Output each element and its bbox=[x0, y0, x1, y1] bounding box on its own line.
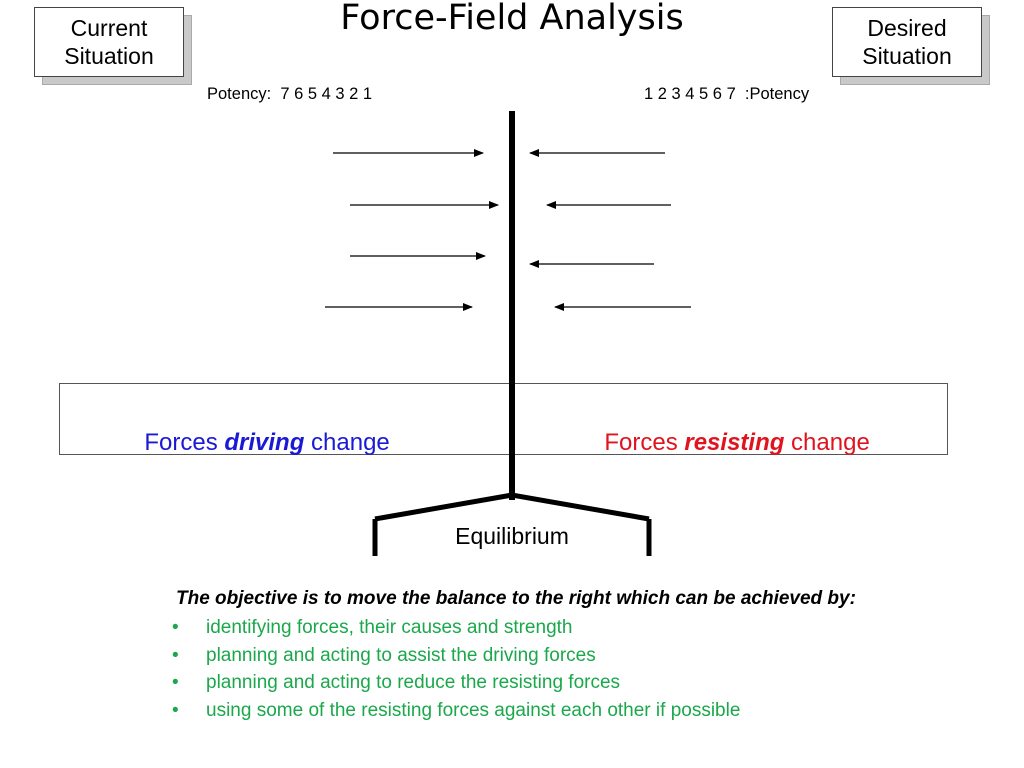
resisting-forces-label: Forces resisting change bbox=[591, 401, 870, 457]
tip-item: • identifying forces, their causes and st… bbox=[172, 614, 740, 642]
resisting-prefix: Forces bbox=[604, 429, 685, 456]
current-situation-face: Current Situation bbox=[34, 7, 184, 77]
resisting-suffix: change bbox=[784, 429, 870, 456]
desired-situation-line1: Desired bbox=[867, 15, 947, 41]
driving-prefix: Forces bbox=[144, 429, 225, 456]
bullet-icon: • bbox=[172, 617, 179, 638]
bullet-icon: • bbox=[172, 672, 179, 693]
page-title: Force-Field Analysis bbox=[340, 0, 684, 38]
equilibrium-label: Equilibrium bbox=[455, 523, 569, 549]
forces-box bbox=[59, 383, 948, 455]
potency-right-scale: 1 2 3 4 5 6 7 :Potency bbox=[644, 85, 810, 103]
current-situation-line1: Current bbox=[70, 15, 148, 41]
desired-situation-face: Desired Situation bbox=[832, 7, 982, 77]
tip-item: • planning and acting to assist the drivi… bbox=[172, 642, 740, 670]
objective-statement: The objective is to move the balance to … bbox=[176, 588, 856, 609]
bullet-icon: • bbox=[172, 699, 179, 721]
tip-item: • planning and acting to reduce the resis… bbox=[172, 669, 740, 697]
current-situation-line2: Situation bbox=[64, 43, 154, 69]
driving-emphasis: driving bbox=[224, 429, 305, 456]
tips-list: • identifying forces, their causes and st… bbox=[172, 614, 740, 724]
tip-text: using some of the resisting forces again… bbox=[206, 699, 741, 721]
tip-text: planning and acting to assist the drivin… bbox=[206, 644, 596, 666]
driving-suffix: change bbox=[304, 429, 390, 456]
current-situation-box: Current Situation bbox=[34, 7, 192, 85]
potency-left-scale: Potency: 7 6 5 4 3 2 1 bbox=[207, 85, 373, 103]
tip-text: identifying forces, their causes and str… bbox=[206, 617, 573, 638]
tip-item: • using some of the resisting forces agai… bbox=[172, 697, 740, 725]
desired-situation-box: Desired Situation bbox=[832, 7, 990, 85]
driving-forces-label: Forces driving change bbox=[131, 401, 390, 457]
tip-text: planning and acting to reduce the resist… bbox=[206, 672, 621, 693]
balance-roof bbox=[374, 492, 650, 522]
bullet-icon: • bbox=[172, 644, 179, 666]
resisting-emphasis: resisting bbox=[684, 429, 785, 456]
desired-situation-line2: Situation bbox=[862, 43, 952, 69]
